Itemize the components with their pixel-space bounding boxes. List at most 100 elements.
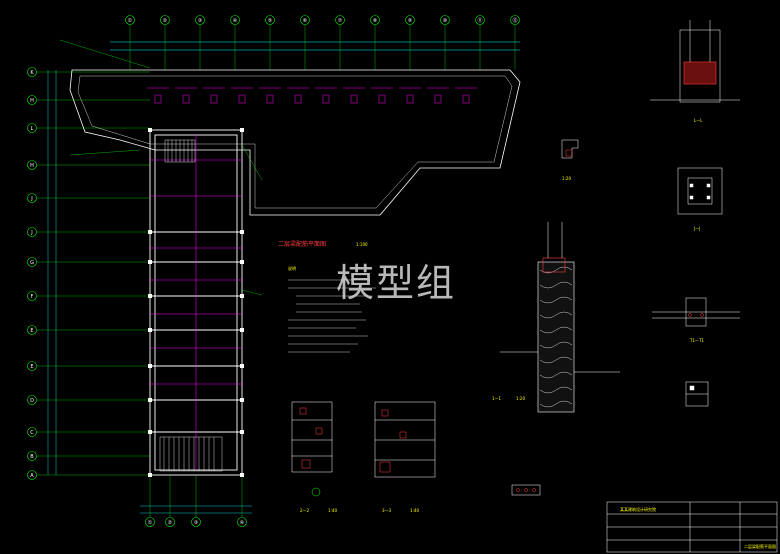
beam-mark — [406, 94, 414, 104]
axis-label-left: L — [31, 126, 34, 132]
step-detail-scale: 1:20 — [562, 176, 571, 181]
axis-bubble-top — [440, 15, 450, 25]
section-l-l-label: L—L — [694, 118, 703, 123]
axis-bubble-left — [27, 257, 37, 267]
axis-bubble-top — [370, 15, 380, 25]
beam-marks-row — [147, 87, 477, 104]
small-step-detail — [561, 139, 579, 159]
section-2-2-scale: 1:40 — [328, 508, 337, 513]
axis-bubble-left — [27, 67, 37, 77]
column-square — [240, 294, 244, 298]
section-3-3-detail — [374, 401, 436, 478]
axis-bubble-left — [27, 361, 37, 371]
axis-bubble-left — [27, 451, 37, 461]
beam-mark — [350, 94, 358, 104]
axis-label-top: ⑥ — [303, 18, 308, 24]
axis-label-left: J — [30, 230, 32, 236]
section-3-3-scale: 1:40 — [410, 508, 419, 513]
axis-label-left: J — [30, 196, 32, 202]
axis-label-left: B — [30, 454, 34, 460]
column-base-detail — [650, 20, 740, 103]
column-square — [240, 230, 244, 234]
watermark-text: 模型组 — [336, 261, 457, 305]
axis-label-top: ⑩ — [443, 18, 448, 24]
axis-label-left: F — [31, 294, 34, 300]
axis-label-bottom: ③ — [194, 520, 198, 526]
axis-bubble-left — [27, 227, 37, 237]
section-2-2-label: 2—2 — [300, 508, 310, 513]
axis-label-bottom: ④ — [240, 520, 245, 526]
axis-bubble-left — [27, 95, 37, 105]
axis-bubble-top — [510, 15, 520, 25]
title-block — [606, 501, 778, 553]
axis-label-bottom: ① — [148, 520, 153, 526]
column-square — [148, 473, 152, 477]
column-square — [240, 398, 244, 402]
column-square — [240, 128, 244, 132]
beam-mark — [154, 94, 162, 104]
plan-title: 二层梁配筋平面图 — [278, 240, 326, 248]
column-markers — [148, 128, 244, 477]
dimension-bottom — [140, 505, 252, 514]
axis-bubble-top — [125, 15, 135, 25]
axis-label-left: H — [30, 98, 34, 104]
beam-mark — [378, 94, 386, 104]
axis-bubble-top — [335, 15, 345, 25]
axis-label-top: ⑤ — [268, 18, 272, 24]
section-j-j-label: J—J — [693, 226, 700, 231]
column-square — [240, 328, 244, 332]
axis-label-top: ⑨ — [408, 18, 412, 24]
stair-bottom — [159, 436, 223, 472]
axis-label-left: C — [30, 430, 34, 436]
beam-mark — [238, 94, 246, 104]
axis-label-top: ⑧ — [373, 18, 378, 24]
section-t1-t1-label: T1—T1 — [689, 338, 704, 343]
axis-label-left: H — [30, 163, 34, 169]
beam-mark — [210, 94, 218, 104]
column-square — [148, 328, 152, 332]
axis-label-top: ① — [128, 18, 133, 24]
title-block-drawing-name: 二层梁配筋平面图 — [744, 543, 776, 549]
upper-slab-outline — [69, 69, 521, 216]
axis-label-left: A — [30, 473, 34, 479]
axis-label-bottom: ② — [168, 520, 173, 526]
title-block-company: 某某建筑设计研究院 — [620, 506, 656, 512]
column-square — [148, 398, 152, 402]
axis-bubble-bottom — [165, 517, 175, 527]
axis-bubble-left — [27, 325, 37, 335]
column-square — [148, 260, 152, 264]
section-3-3-label: 3—3 — [382, 508, 392, 513]
axis-bubble-top — [160, 15, 170, 25]
leader-lines — [59, 39, 263, 296]
beam-mark — [462, 94, 470, 104]
column-square — [148, 230, 152, 234]
beam-lines-magenta — [150, 135, 242, 470]
small-detail-bottom — [511, 484, 541, 496]
column-square — [240, 260, 244, 264]
axis-bubble-top — [405, 15, 415, 25]
axis-label-top: ⑫ — [512, 17, 517, 24]
wall-section-1-1 — [500, 222, 620, 413]
vertical-grid-lines — [129, 25, 516, 517]
t1-t1-detail — [652, 297, 740, 327]
axis-label-top: ⑦ — [338, 18, 343, 24]
notes-lines — [288, 279, 376, 353]
beam-mark — [322, 94, 330, 104]
axis-label-top: ④ — [233, 18, 238, 24]
axis-bubble-bottom — [191, 517, 201, 527]
axis-bubble-left — [27, 395, 37, 405]
beam-mark — [434, 94, 442, 104]
plan-scale: 1:100 — [356, 242, 368, 247]
beam-mark — [266, 94, 274, 104]
column-square — [240, 473, 244, 477]
section-1-1-label: 1—1 — [492, 396, 502, 401]
axis-label-top: ② — [163, 18, 168, 24]
section-1-1-scale: 1:20 — [516, 396, 525, 401]
anchor-plate-detail — [685, 381, 709, 407]
axis-bubble-bottom — [145, 517, 155, 527]
column-square — [148, 430, 152, 434]
beam-mark — [294, 94, 302, 104]
